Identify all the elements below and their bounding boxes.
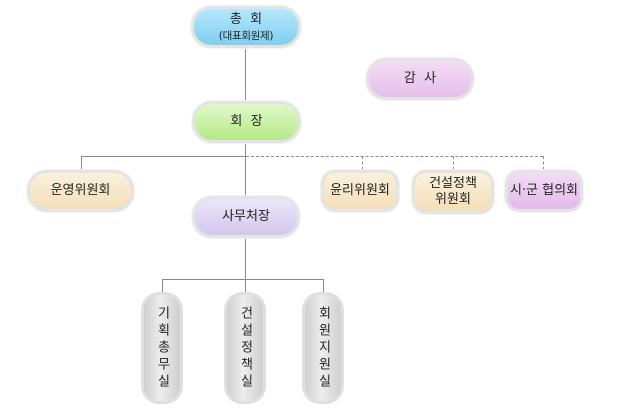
connector-operating-committee bbox=[81, 156, 82, 170]
connector-policy-committee bbox=[453, 156, 454, 170]
connector-ethics-committee bbox=[362, 156, 363, 170]
ethics-committee-label: 윤리위원회 bbox=[330, 183, 390, 199]
regional-council-label: 시·군 협의회 bbox=[509, 183, 579, 199]
connector-president-branch bbox=[245, 142, 246, 156]
connector-dept-3 bbox=[323, 279, 324, 293]
department-planning-label: 기획총무실 bbox=[154, 305, 170, 391]
connector-dept-2 bbox=[245, 279, 246, 293]
connector-president-secretariat bbox=[245, 156, 246, 196]
connector-solid-horizontal bbox=[81, 156, 246, 157]
connector-secretariat-departments bbox=[245, 236, 246, 279]
secretariat-node: 사무처장 bbox=[192, 196, 300, 238]
general-assembly-node: 총 회 (대표회원제) bbox=[191, 6, 301, 48]
construction-policy-committee-label: 건설정책 위원회 bbox=[429, 176, 477, 207]
general-assembly-subtitle: (대표회원제) bbox=[218, 29, 274, 42]
connector-dept-1 bbox=[162, 279, 163, 293]
construction-policy-committee-node: 건설정책 위원회 bbox=[412, 170, 494, 214]
department-planning-node: 기획총무실 bbox=[141, 292, 183, 404]
secretariat-label: 사무처장 bbox=[222, 209, 270, 225]
president-node: 회 장 bbox=[192, 101, 301, 143]
operating-committee-label: 운영위원회 bbox=[50, 183, 111, 199]
department-policy-label: 건설정책실 bbox=[237, 305, 253, 391]
connector-dashed-horizontal bbox=[246, 156, 543, 157]
connector-departments-horizontal bbox=[162, 279, 324, 280]
department-member-support-label: 회원지원실 bbox=[315, 305, 331, 391]
connector-regional-council bbox=[543, 156, 544, 170]
auditor-label: 감 사 bbox=[403, 71, 437, 87]
auditor-node: 감 사 bbox=[366, 58, 474, 100]
regional-council-node: 시·군 협의회 bbox=[505, 170, 583, 212]
connector-assembly-president bbox=[245, 46, 246, 102]
department-policy-node: 건설정책실 bbox=[224, 292, 266, 404]
department-member-support-node: 회원지원실 bbox=[302, 292, 344, 404]
ethics-committee-node: 윤리위원회 bbox=[321, 170, 399, 212]
general-assembly-title: 총 회 bbox=[229, 11, 263, 27]
president-label: 회 장 bbox=[230, 114, 263, 130]
operating-committee-node: 운영위원회 bbox=[27, 170, 134, 212]
